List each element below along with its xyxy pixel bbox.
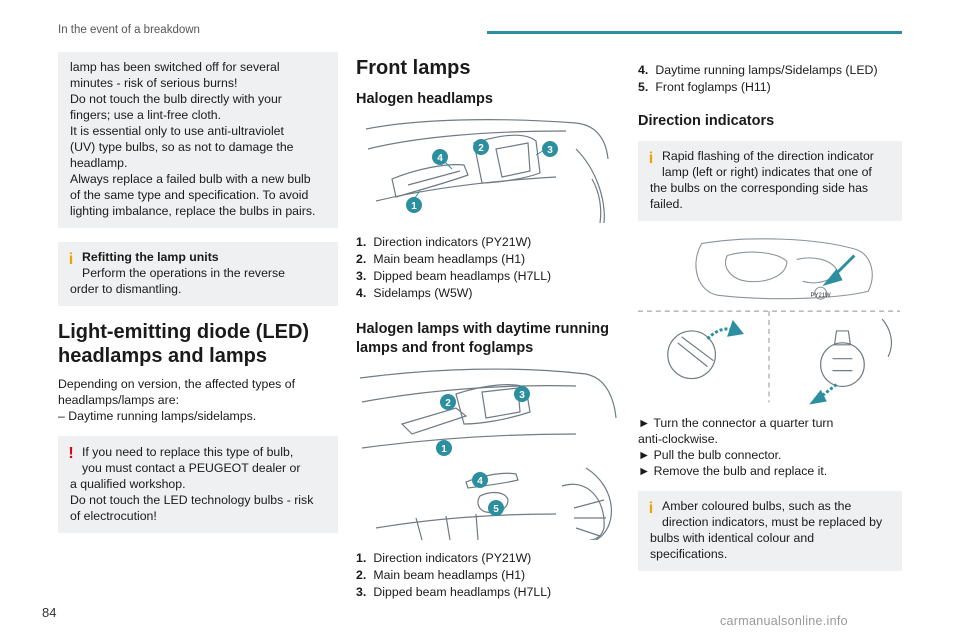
drl-bulb-list: 1. Direction indicators (PY21W) 2. Main … bbox=[356, 550, 618, 601]
note-line: Always replace a failed bulb with a new … bbox=[70, 172, 311, 186]
callout-3: 3 bbox=[519, 390, 525, 401]
note-line: of the same type and specification. To a… bbox=[70, 188, 309, 202]
info-icon: i bbox=[68, 251, 74, 268]
note-line: headlamp. bbox=[70, 156, 128, 170]
callout-5: 5 bbox=[493, 504, 499, 515]
callout-4: 4 bbox=[477, 476, 483, 487]
list-item: 2. Main beam headlamps (H1) bbox=[356, 568, 526, 582]
bulb-type-label: PY21W bbox=[811, 293, 832, 299]
page-number: 84 bbox=[42, 605, 57, 620]
note-line: It is essential only to use anti-ultravi… bbox=[70, 124, 284, 138]
led-warning-note: ! If you need to replace this type of bu… bbox=[58, 436, 338, 533]
list-item: 2. Main beam headlamps (H1) bbox=[356, 252, 526, 266]
indicator-bulb-diagram: PY21W bbox=[638, 235, 900, 405]
halogen-headlamp-diagram: 4 2 3 1 bbox=[356, 119, 618, 224]
step-line: ► Pull the bulb connector. bbox=[638, 448, 782, 462]
note-line: lighting imbalance, replace the bulbs in… bbox=[70, 204, 316, 218]
header-accent-bar bbox=[487, 31, 902, 34]
callout-4: 4 bbox=[437, 153, 443, 164]
note-line: Perform the operations in the reverse bbox=[82, 266, 286, 280]
callout-1: 1 bbox=[441, 444, 447, 455]
step-line: ► Turn the connector a quarter turn bbox=[638, 416, 834, 430]
column-middle: Front lamps Halogen headlamps 4 2 3 1 bbox=[356, 52, 618, 613]
list-item: 3. Dipped beam headlamps (H7LL) bbox=[356, 585, 552, 599]
list-item: 1. Direction indicators (PY21W) bbox=[356, 235, 532, 249]
safety-note: lamp has been switched off for several m… bbox=[58, 52, 338, 228]
note-line: Do not touch the bulb directly with your bbox=[70, 92, 282, 106]
column-left: lamp has been switched off for several m… bbox=[58, 52, 338, 547]
list-item: 5. Front foglamps (H11) bbox=[638, 80, 771, 94]
note-line: minutes - risk of serious burns! bbox=[70, 76, 238, 90]
note-title: Refitting the lamp units bbox=[82, 250, 219, 264]
callout-1: 1 bbox=[411, 201, 417, 212]
drl-foglamps-heading: Halogen lamps with daytime running lamps… bbox=[356, 321, 609, 356]
note-line: (UV) type bulbs, so as not to damage the bbox=[70, 140, 294, 154]
step-line: ► Remove the bulb and replace it. bbox=[638, 464, 828, 478]
note-line: order to dismantling. bbox=[70, 282, 182, 296]
info-icon: i bbox=[648, 500, 654, 517]
callout-2: 2 bbox=[445, 398, 451, 409]
amber-bulb-note: i Amber coloured bulbs, such as the dire… bbox=[638, 491, 902, 571]
callout-3: 3 bbox=[547, 145, 553, 156]
drl-bulb-list-continued: 4. Daytime running lamps/Sidelamps (LED)… bbox=[638, 62, 902, 96]
indicator-flashing-note: i Rapid flashing of the direction indica… bbox=[638, 141, 902, 221]
list-item: 3. Dipped beam headlamps (H7LL) bbox=[356, 269, 552, 283]
led-heading: Light-emitting diode (LED) headlamps and… bbox=[58, 321, 310, 367]
list-item: 4. Sidelamps (W5W) bbox=[356, 286, 473, 300]
list-item: 1. Direction indicators (PY21W) bbox=[356, 551, 532, 565]
watermark-text: carmanualsonline.info bbox=[720, 614, 848, 628]
info-icon: i bbox=[648, 150, 654, 167]
list-item: 4. Daytime running lamps/Sidelamps (LED) bbox=[638, 63, 878, 77]
header-section-title: In the event of a breakdown bbox=[58, 24, 200, 36]
front-lamps-heading: Front lamps bbox=[356, 57, 471, 79]
halogen-headlamps-heading: Halogen headlamps bbox=[356, 91, 493, 107]
warning-icon: ! bbox=[68, 445, 74, 462]
column-right: 4. Daytime running lamps/Sidelamps (LED)… bbox=[638, 62, 902, 585]
indicator-steps: ► Turn the connector a quarter turn anti… bbox=[638, 415, 902, 479]
note-line: fingers; use a lint-free cloth. bbox=[70, 108, 222, 122]
step-line: anti-clockwise. bbox=[638, 432, 718, 446]
halogen-bulb-list: 1. Direction indicators (PY21W) 2. Main … bbox=[356, 234, 618, 302]
callout-2: 2 bbox=[478, 143, 484, 154]
note-line: lamp has been switched off for several bbox=[70, 60, 280, 74]
refitting-note: i Refitting the lamp units Perform the o… bbox=[58, 242, 338, 306]
led-intro: Depending on version, the affected types… bbox=[58, 377, 295, 423]
direction-indicators-heading: Direction indicators bbox=[638, 113, 775, 129]
drl-foglamp-diagram: 2 3 1 4 5 bbox=[356, 368, 618, 540]
